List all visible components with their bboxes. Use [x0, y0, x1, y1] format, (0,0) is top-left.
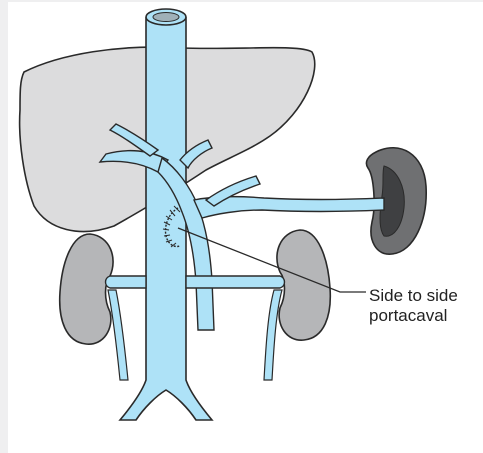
left-kidney	[60, 234, 113, 344]
callout-label-line1: Side to side	[369, 286, 458, 306]
right-renal-vein	[186, 276, 285, 288]
left-ureter	[108, 290, 128, 380]
ivc-lumen	[153, 13, 179, 22]
right-ureter	[264, 290, 282, 380]
left-renal-vein	[106, 276, 147, 288]
callout-label-line2: portacaval	[369, 306, 447, 326]
